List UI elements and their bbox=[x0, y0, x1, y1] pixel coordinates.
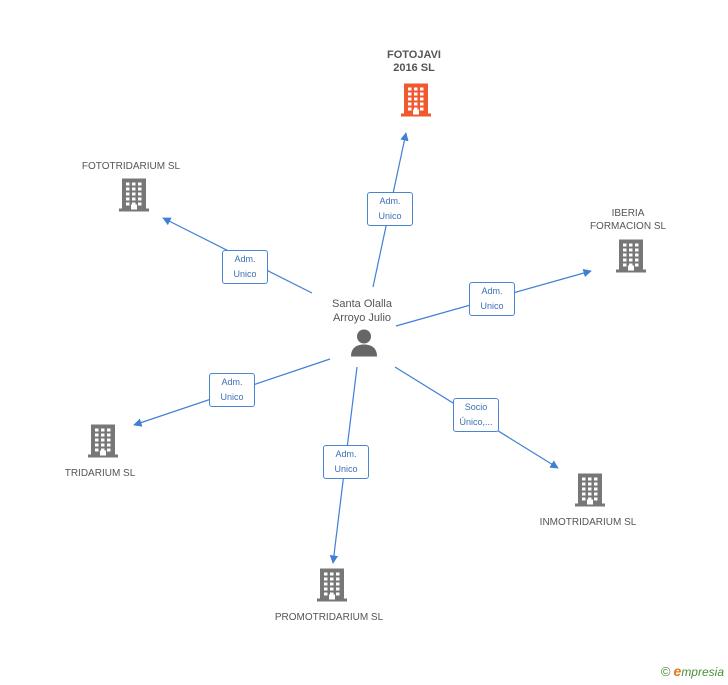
building-icon[interactable] bbox=[616, 239, 646, 278]
building-icon[interactable] bbox=[119, 178, 149, 217]
edge-label-fotojavi[interactable]: Adm. Unico bbox=[367, 192, 413, 226]
edge-label-fototridarium[interactable]: Adm. Unico bbox=[222, 250, 268, 284]
building-icon[interactable] bbox=[88, 424, 118, 463]
copyright-symbol: © bbox=[660, 663, 671, 679]
person-icon[interactable] bbox=[349, 328, 379, 363]
brand-name: mpresia bbox=[681, 665, 724, 679]
building-icon[interactable] bbox=[401, 83, 431, 122]
edge-label-tridarium[interactable]: Adm. Unico bbox=[209, 373, 255, 407]
brand-initial: e bbox=[673, 663, 682, 679]
edge-label-iberia[interactable]: Adm. Unico bbox=[469, 282, 515, 316]
company-name-inmotridarium[interactable]: INMOTRIDARIUM SL bbox=[539, 517, 637, 528]
building-icon[interactable] bbox=[317, 568, 347, 607]
copyright-footer[interactable]: © empresia bbox=[661, 663, 724, 679]
company-name-promotridarium[interactable]: PROMOTRIDARIUM SL bbox=[274, 612, 384, 623]
company-name-fotojavi[interactable]: FOTOJAVI 2016 SL bbox=[387, 49, 441, 74]
company-name-iberia[interactable]: IBERIA FORMACION SL bbox=[589, 208, 667, 232]
edge-label-promotridarium[interactable]: Adm. Unico bbox=[323, 445, 369, 479]
company-name-tridarium[interactable]: TRIDARIUM SL bbox=[64, 468, 136, 479]
building-icon[interactable] bbox=[575, 473, 605, 512]
brand-logo: empresia bbox=[674, 663, 724, 679]
center-person-name[interactable]: Santa Olalla Arroyo Julio bbox=[332, 298, 392, 324]
company-name-fototridarium[interactable]: FOTOTRIDARIUM SL bbox=[81, 161, 181, 172]
edge-label-inmotridarium[interactable]: Socio Único,... bbox=[453, 398, 499, 432]
